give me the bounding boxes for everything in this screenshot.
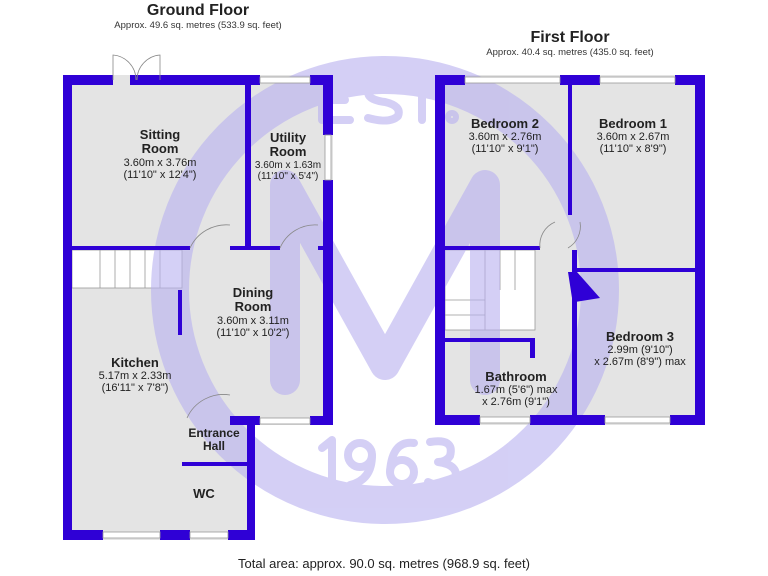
room-label-dining-room: Dining Room 3.60m x 3.11m (11'10" x 10'2… <box>216 285 290 339</box>
watermark-year-mark <box>318 436 460 490</box>
first-floor-area: Approx. 40.4 sq. metres (435.0 sq. feet) <box>486 47 654 58</box>
room-label-wc: WC <box>193 486 215 501</box>
room-label-bathroom: Bathroom 1.67m (5'6") max x 2.76m (9'1") <box>474 369 558 409</box>
room-label-kitchen: Kitchen 5.17m x 2.33m (16'11" x 7'8") <box>98 355 172 395</box>
room-label-sitting-room: Sitting Room 3.60m x 3.76m (11'10" x 12'… <box>123 127 197 181</box>
room-label-utility-room: Utility Room 3.60m x 1.63m (11'10" x 5'4… <box>254 130 322 182</box>
watermark-est-mark <box>318 76 459 125</box>
room-label-entrance-hall: Entrance Hall <box>188 426 240 454</box>
room-label-bedroom-2: Bedroom 2 3.60m x 2.76m (11'10" x 9'1") <box>468 116 542 156</box>
room-label-bedroom-3: Bedroom 3 2.99m (9'10") x 2.67m (8'9") m… <box>594 329 686 369</box>
ground-floor-area: Approx. 49.6 sq. metres (533.9 sq. feet) <box>114 20 282 31</box>
first-floor-walls <box>435 75 705 425</box>
doors <box>112 54 581 419</box>
ground-floor-title: Ground Floor <box>146 2 250 19</box>
total-area: Total area: approx. 90.0 sq. metres (968… <box>238 556 530 571</box>
first-floor-title: First Floor <box>530 29 610 46</box>
ground-floor-walls <box>63 75 333 540</box>
windows <box>102 76 676 539</box>
room-label-bedroom-1: Bedroom 1 3.60m x 2.67m (11'10" x 8'9") <box>596 116 670 156</box>
